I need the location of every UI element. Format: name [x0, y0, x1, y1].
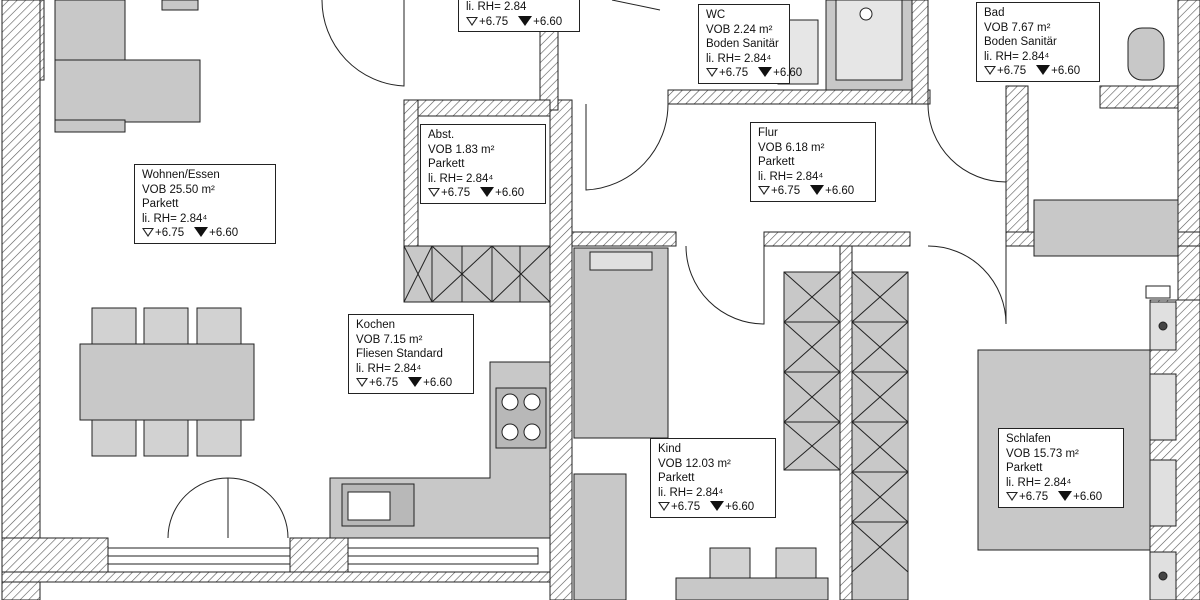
storage-cabinet: [403, 245, 551, 303]
wall-kitchen-left: [39, 0, 45, 81]
bed: [573, 247, 669, 439]
room-label-top: li. RH= 2.84 +6.75+6.60: [458, 0, 580, 32]
wall-bad-left: [1005, 85, 1029, 247]
wall-central: [549, 99, 573, 600]
wall-right-top: [1177, 0, 1200, 301]
wall-abst-left: [403, 99, 419, 247]
wall-wc-right: [911, 0, 929, 105]
wardrobe: [783, 271, 841, 471]
sideboard: [161, 0, 199, 11]
chair: [91, 307, 137, 345]
door-swing: [685, 245, 765, 325]
doors: [167, 0, 1007, 539]
chair: [143, 307, 189, 345]
chair: [143, 419, 189, 457]
wall-closet-divider: [839, 245, 853, 600]
desk: [573, 473, 627, 600]
door-swing: [321, 0, 405, 87]
wall-wc-bottom: [667, 89, 931, 105]
door-swing: [585, 103, 669, 191]
door-swing: [927, 103, 1007, 183]
door-swing: [611, 0, 661, 11]
chair: [196, 307, 242, 345]
wall-top-center-2: [403, 99, 551, 117]
wall-bottom-left: [1, 537, 109, 573]
toilet: [1127, 27, 1165, 81]
radiator: [1033, 199, 1179, 257]
dining-table: [79, 343, 255, 421]
wall-outer-left: [1, 0, 41, 600]
wardrobe: [851, 271, 909, 600]
wall-kind-top: [571, 231, 677, 247]
table: [675, 577, 829, 600]
sofa-back: [54, 119, 126, 133]
wall-outer-bottom: [1, 571, 563, 583]
chair: [196, 419, 242, 457]
sofa-seat: [54, 59, 201, 123]
wall-bad-bottom: [1099, 85, 1200, 109]
chair: [91, 419, 137, 457]
wall-bottom-mid: [289, 537, 349, 573]
door-swing: [167, 477, 229, 539]
sofa: [54, 0, 126, 61]
wall-flur-bottom: [763, 231, 911, 247]
pillow: [589, 251, 653, 271]
door-swing: [927, 245, 1007, 325]
door-swing: [227, 477, 289, 539]
furniture: [54, 0, 1179, 600]
